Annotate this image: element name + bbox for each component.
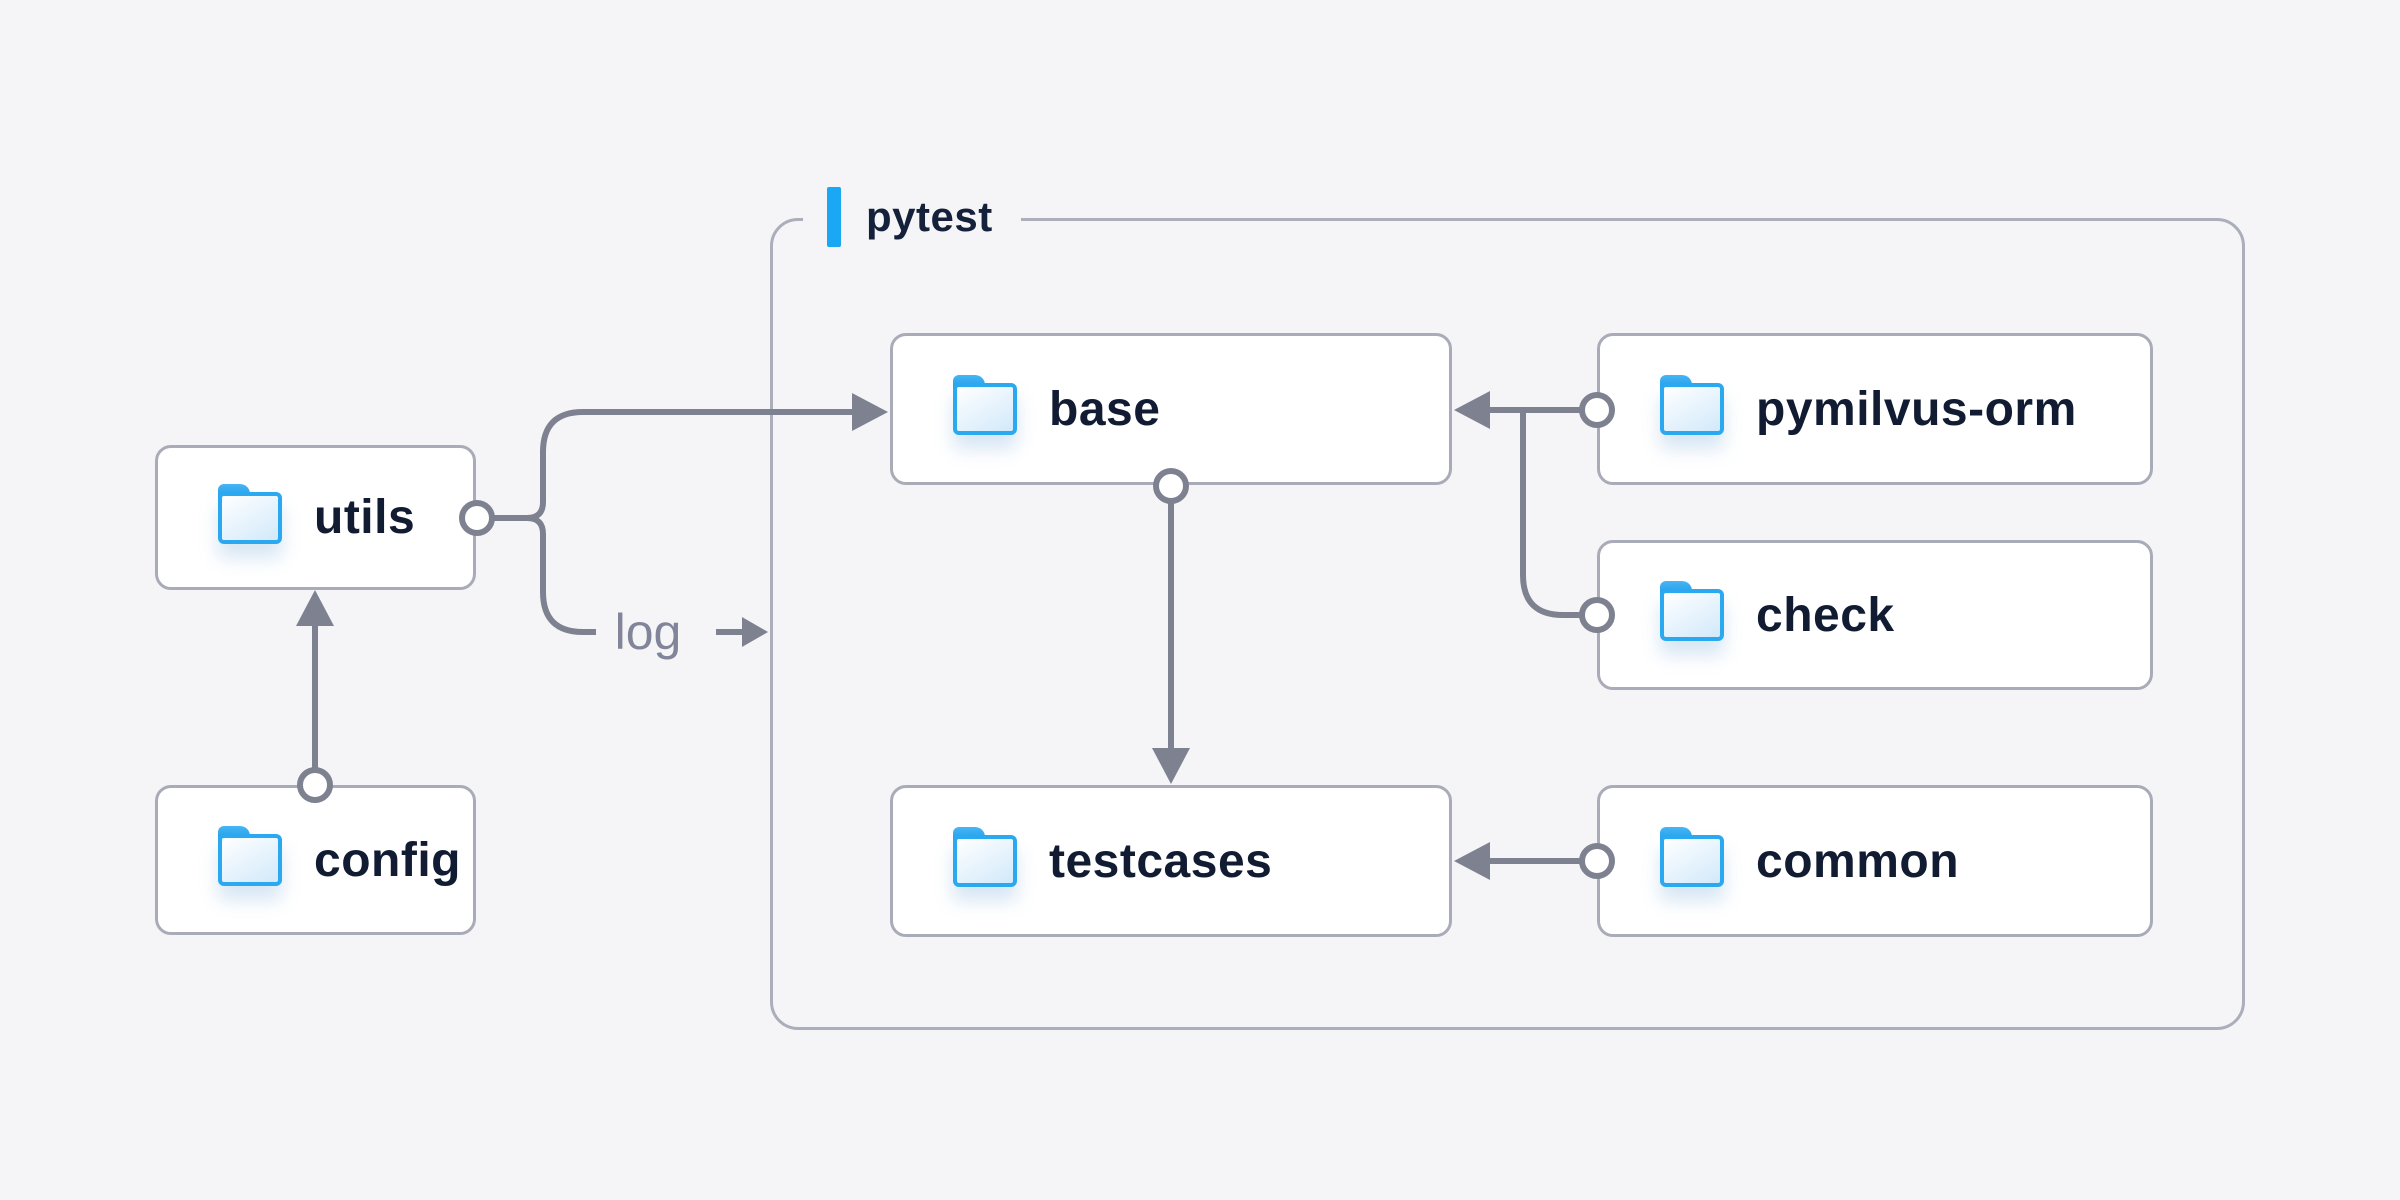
node-common: common <box>1597 785 2153 937</box>
node-label: config <box>314 833 461 887</box>
folder-icon <box>218 826 282 886</box>
node-utils: utils <box>155 445 476 590</box>
folder-icon <box>1660 827 1724 887</box>
edge-config-utils <box>296 590 334 803</box>
folder-icon <box>218 483 282 544</box>
node-label: check <box>1756 588 1895 642</box>
node-label: pymilvus-orm <box>1756 382 2077 436</box>
node-base: base <box>890 333 1452 485</box>
node-testcases: testcases <box>890 785 1452 937</box>
folder-icon <box>1660 375 1724 435</box>
pytest-group-box <box>770 218 2245 1030</box>
folder-icon <box>953 375 1017 435</box>
pytest-group-label: pytest <box>803 185 1021 249</box>
accent-bar-icon <box>827 187 841 247</box>
edge-label-log: log <box>614 604 682 660</box>
node-label: testcases <box>1049 834 1273 888</box>
node-pymilvus-orm: pymilvus-orm <box>1597 333 2153 485</box>
folder-icon <box>953 827 1017 887</box>
node-config: config <box>155 785 476 935</box>
node-label: common <box>1756 834 1960 888</box>
node-label: base <box>1049 382 1161 436</box>
node-label: utils <box>314 491 416 544</box>
group-title: pytest <box>866 193 993 240</box>
folder-icon <box>1660 581 1724 641</box>
node-check: check <box>1597 540 2153 690</box>
